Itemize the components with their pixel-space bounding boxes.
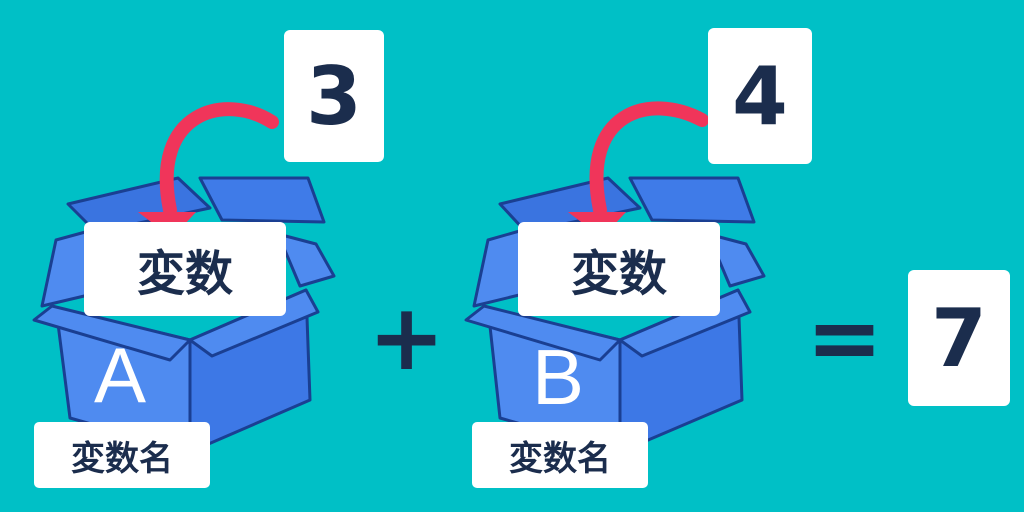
box-b-back-flap-right (628, 176, 756, 224)
variable-tag-b-label: 変数 (570, 246, 667, 302)
value-card-a: 3 (284, 30, 384, 162)
variable-name-card-b: 変数名 (472, 422, 648, 488)
box-a-front-flap (32, 304, 192, 362)
variable-name-b: 変数名 (509, 438, 611, 479)
value-card-b: 4 (708, 28, 812, 164)
box-a-right-flap (276, 232, 336, 288)
value-b: 4 (732, 49, 788, 143)
plus-operator: + (368, 284, 446, 391)
value-a: 3 (306, 49, 362, 143)
variable-name-card-a: 変数名 (34, 422, 210, 488)
box-a-letter: A (94, 331, 147, 419)
result-card: 7 (908, 270, 1010, 406)
box-b-back-flap (498, 176, 642, 234)
box-b-right-flap (706, 232, 766, 288)
box-b-front-flap (464, 304, 622, 362)
box-b (464, 176, 766, 454)
equals-operator: = (806, 284, 884, 391)
variable-name-a: 変数名 (71, 438, 173, 479)
box-a-back-flap-right (198, 176, 326, 224)
variable-tag-a-label: 変数 (136, 246, 233, 302)
result-value: 7 (931, 291, 987, 385)
variable-tag-b: 変数 (518, 222, 720, 316)
box-a (32, 176, 336, 454)
variable-tag-a: 変数 (84, 222, 286, 316)
box-b-letter: B (532, 333, 585, 421)
